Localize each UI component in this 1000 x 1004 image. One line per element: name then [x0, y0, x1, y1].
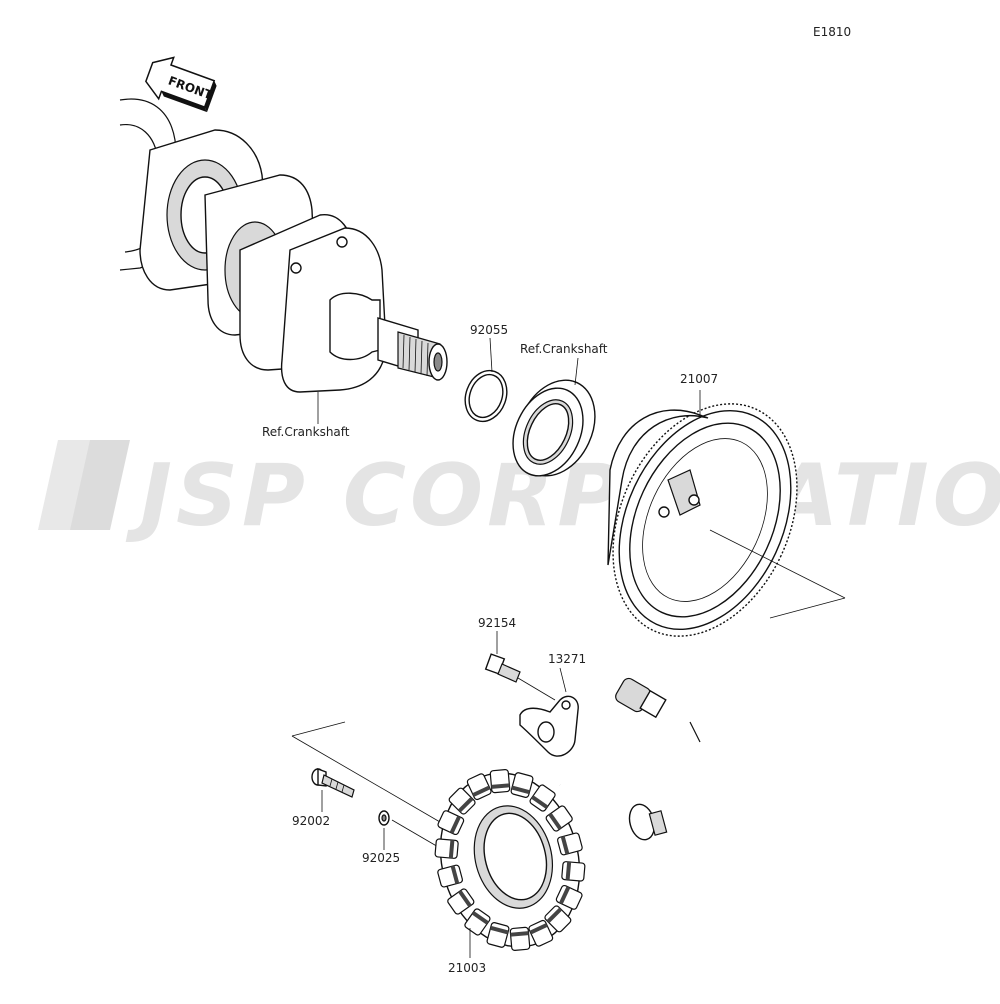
stator-pole: [434, 838, 459, 859]
label-21003: 21003: [448, 961, 486, 975]
stator-pole: [509, 926, 531, 951]
stator-pole-winding: [529, 923, 548, 935]
label-92154: 92154: [478, 616, 516, 630]
label-92025: 92025: [362, 851, 400, 865]
part-92002-bolt: [311, 767, 355, 812]
stator-pole: [489, 769, 511, 794]
part-21007-flywheel: [607, 390, 846, 637]
part-92025-washer: [378, 810, 441, 850]
part-92154-bolt: [484, 631, 556, 701]
stator-pole-winding: [510, 931, 529, 937]
stator-cable: [558, 677, 779, 849]
front-arrow: FRONT: [145, 56, 217, 113]
crankshaft-collar: [512, 357, 596, 477]
label-ref-crankshaft-top: Ref.Crankshaft: [520, 342, 608, 356]
label-21007: 21007: [680, 372, 718, 386]
stator-pole-winding: [449, 815, 461, 834]
stator-pole: [447, 888, 475, 915]
part-21003-stator: [434, 769, 586, 951]
stator-pole-winding: [548, 812, 562, 830]
stator-pole-winding: [491, 783, 510, 789]
stator-pole-winding: [448, 839, 455, 859]
stator-pole-winding: [565, 861, 572, 881]
label-13271: 13271: [548, 652, 586, 666]
stator-pole-winding: [560, 836, 570, 855]
guide-line: [291, 721, 346, 737]
stator-pole-winding: [531, 795, 549, 809]
stator-pole: [561, 861, 586, 882]
part-13271-plate: [519, 667, 579, 757]
stator-pole-winding: [450, 865, 460, 884]
stator-pole-winding: [490, 925, 509, 935]
label-ref-crankshaft-bottom: Ref.Crankshaft: [262, 425, 350, 439]
guide-line: [291, 735, 441, 823]
stator-pole: [529, 784, 556, 812]
stator-pole: [544, 905, 572, 933]
stator-pole-winding: [457, 796, 474, 813]
stator-pole-winding: [472, 785, 491, 797]
crankshaft: [119, 98, 448, 424]
label-92002: 92002: [292, 814, 330, 828]
stator-pole: [464, 908, 491, 936]
stator-pole-winding: [458, 890, 472, 908]
stator-pole-winding: [559, 886, 571, 905]
stator-pole-winding: [511, 785, 530, 795]
stator-pole: [545, 805, 573, 832]
label-92055: 92055: [470, 323, 508, 337]
stator-pole: [448, 787, 476, 815]
diagram-code: E1810: [813, 25, 851, 39]
part-92055-o-ring: [464, 337, 508, 423]
stator-pole-winding: [471, 911, 489, 925]
stator-pole-winding: [546, 907, 563, 924]
